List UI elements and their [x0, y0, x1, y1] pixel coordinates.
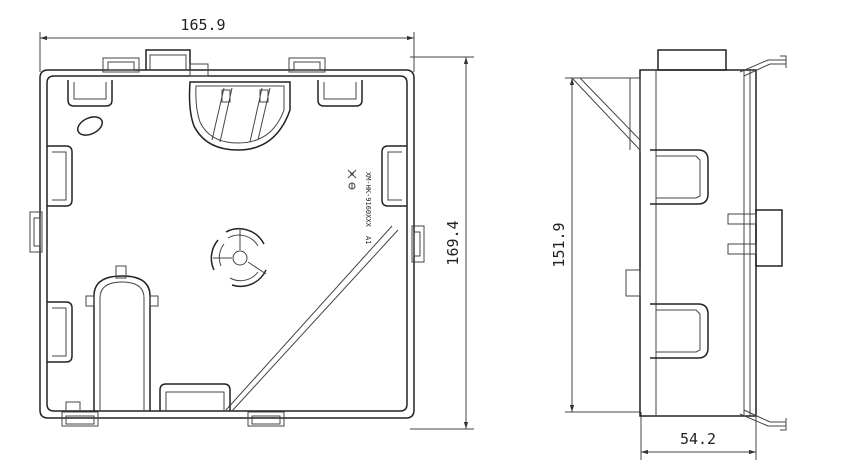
left-side-clip-top: [47, 145, 73, 207]
bottom-left-clip: [61, 401, 99, 427]
width-dimension: 165.9: [39, 16, 415, 72]
screw-slot: [76, 116, 104, 136]
part-marking-suffix: A1: [364, 236, 372, 244]
bottom-center-clip: [159, 383, 285, 427]
side-view: 151.9 54.2: [550, 49, 787, 460]
right-edge-tab: [411, 225, 425, 263]
height-dimension: 169.4: [410, 56, 474, 430]
height-dimension-label: 169.4: [444, 220, 462, 265]
side-upper-clip: [650, 149, 709, 205]
bottom-arch-cutout: [85, 265, 159, 411]
width-dimension-label: 165.9: [180, 16, 225, 34]
center-knockout: [210, 228, 267, 288]
part-marking-text: XM-HK-9160XXX: [364, 172, 372, 228]
side-left-tab: [625, 269, 641, 297]
cable-flap: [188, 81, 291, 151]
left-edge-tab: [29, 211, 43, 253]
side-height-dimension: 151.9: [550, 77, 640, 413]
left-side-clip-bottom: [47, 301, 73, 363]
side-top-spring: [739, 55, 787, 77]
right-side-clip: [381, 145, 407, 207]
side-bottom-spring: [739, 409, 787, 431]
box-outline: [39, 69, 415, 419]
side-right-latch: [727, 209, 783, 267]
top-left-clip: [67, 57, 140, 107]
part-marking: XM-HK-9160XXX A1: [347, 169, 372, 244]
front-view: 165.9 169.4: [29, 16, 474, 430]
depth-dimension-label: 54.2: [680, 430, 716, 448]
side-height-dimension-label: 151.9: [550, 222, 568, 267]
top-right-clip: [288, 57, 363, 107]
top-tab: [145, 49, 209, 77]
depth-dimension: 54.2: [640, 412, 757, 460]
diagonal-divider: [225, 225, 399, 412]
side-body: [570, 49, 757, 417]
side-lower-clip: [650, 303, 709, 359]
